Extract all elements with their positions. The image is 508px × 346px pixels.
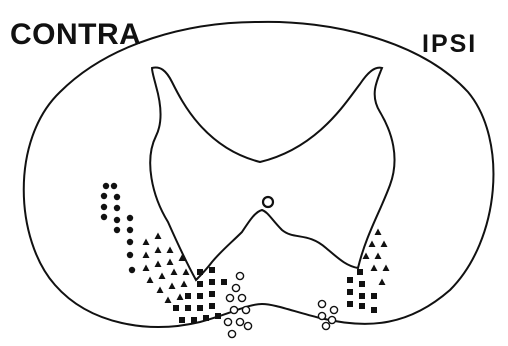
filled-triangle-marker xyxy=(143,252,150,259)
filled-square-marker xyxy=(347,301,353,307)
filled-triangle-marker xyxy=(183,269,190,276)
filled-circle-marker xyxy=(129,267,135,273)
filled-triangle-marker xyxy=(369,241,376,248)
filled-triangle-marker xyxy=(171,269,178,276)
filled-circle-marker xyxy=(103,183,109,189)
grey-matter-outline xyxy=(150,68,394,280)
filled-square-marker xyxy=(197,269,203,275)
filled-triangle-marker xyxy=(155,261,162,268)
filled-triangle-marker xyxy=(383,265,390,272)
open-circle-marker xyxy=(322,322,329,329)
open-circle-marker xyxy=(230,306,237,313)
filled-triangle-marker xyxy=(143,265,150,272)
filled-square-marker xyxy=(197,281,203,287)
filled-triangle-marker xyxy=(371,265,378,272)
filled-circle-marker xyxy=(127,227,133,233)
open-circle-marker xyxy=(224,318,231,325)
filled-triangle-marker xyxy=(155,247,162,254)
filled-square-marker xyxy=(371,293,377,299)
filled-circle-marker xyxy=(111,183,117,189)
filled-square-marker xyxy=(215,313,221,319)
filled-square-marker xyxy=(209,291,215,297)
open-circle-marker xyxy=(330,306,337,313)
filled-square-marker xyxy=(221,279,227,285)
filled-circle-marker xyxy=(114,205,120,211)
filled-triangle-marker xyxy=(157,287,164,294)
filled-circle-marker xyxy=(114,227,120,233)
filled-circle-marker xyxy=(127,239,133,245)
open-circle-marker xyxy=(228,330,235,337)
filled-triangle-marker xyxy=(177,294,184,301)
open-circle-marker xyxy=(232,284,239,291)
filled-square-marker xyxy=(197,305,203,311)
filled-circle-marker xyxy=(101,204,107,210)
filled-circle-marker xyxy=(101,214,107,220)
filled-triangle-marker xyxy=(379,279,386,286)
open-circle-marker xyxy=(328,316,335,323)
open-circle-marker xyxy=(318,300,325,307)
filled-square-marker xyxy=(347,289,353,295)
filled-triangle-marker xyxy=(167,259,174,266)
filled-triangle-marker xyxy=(381,241,388,248)
filled-triangle-marker xyxy=(375,229,382,236)
filled-triangle-marker xyxy=(159,273,166,280)
filled-triangle-marker xyxy=(375,253,382,260)
filled-triangle-marker xyxy=(155,233,162,240)
filled-triangle-marker xyxy=(147,277,154,284)
filled-square-marker xyxy=(209,267,215,273)
filled-square-marker xyxy=(357,269,363,275)
filled-triangle-marker xyxy=(169,283,176,290)
filled-square-marker xyxy=(197,293,203,299)
filled-circle-marker xyxy=(127,252,133,258)
filled-circle-marker xyxy=(114,217,120,223)
central-canal xyxy=(263,197,273,207)
filled-circle-marker xyxy=(114,194,120,200)
open-circle-marker xyxy=(242,306,249,313)
cord-outline xyxy=(24,22,494,327)
filled-circle-marker xyxy=(101,193,107,199)
open-circle-marker xyxy=(318,312,325,319)
filled-triangle-marker xyxy=(167,247,174,254)
filled-square-marker xyxy=(209,279,215,285)
filled-square-marker xyxy=(179,317,185,323)
filled-triangle-marker xyxy=(143,239,150,246)
open-circle-marker xyxy=(236,272,243,279)
filled-square-marker xyxy=(185,305,191,311)
filled-triangle-marker xyxy=(165,297,172,304)
cell-markers xyxy=(101,183,390,338)
open-circle-marker xyxy=(226,294,233,301)
open-circle-marker xyxy=(236,318,243,325)
filled-square-marker xyxy=(371,307,377,313)
filled-circle-marker xyxy=(127,215,133,221)
filled-square-marker xyxy=(359,281,365,287)
filled-triangle-marker xyxy=(181,281,188,288)
filled-triangle-marker xyxy=(363,253,370,260)
filled-square-marker xyxy=(173,305,179,311)
filled-square-marker xyxy=(209,303,215,309)
filled-square-marker xyxy=(359,303,365,309)
filled-square-marker xyxy=(185,293,191,299)
filled-square-marker xyxy=(203,315,209,321)
open-circle-marker xyxy=(238,294,245,301)
filled-square-marker xyxy=(359,293,365,299)
open-circle-marker xyxy=(244,322,251,329)
filled-square-marker xyxy=(191,317,197,323)
filled-square-marker xyxy=(347,277,353,283)
